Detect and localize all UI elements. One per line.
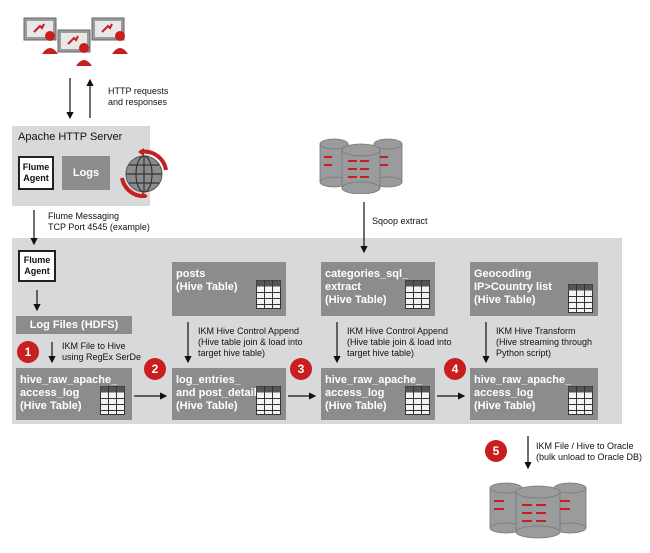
- ikm-c-line1: IKM Hive Transform: [496, 326, 576, 336]
- ikm-a-line2: (Hive table join & load into: [198, 337, 303, 347]
- table-label: posts (Hive Table): [176, 268, 238, 293]
- log-files-hdfs-box: Log Files (HDFS): [16, 316, 132, 334]
- ikm-step1-line2: using RegEx SerDe: [62, 352, 142, 362]
- table-label: hive_raw_apache_ access_log (Hive Table): [474, 374, 572, 412]
- step-badge-5: 5: [485, 440, 507, 462]
- flume-agent-label: Flume: [22, 162, 50, 172]
- database-icon-oracle: [489, 482, 587, 539]
- table-grid-icon: [256, 386, 282, 416]
- http-label-line2: and responses: [108, 97, 168, 107]
- table-grid-icon: [405, 280, 431, 310]
- flume-agent-label: Agent: [23, 173, 49, 183]
- table-grid-icon: [568, 386, 594, 416]
- ikm-b-line1: IKM Hive Control Append: [347, 326, 449, 336]
- table-label: log_entries_ and post_detail (Hive Table…: [176, 374, 257, 412]
- ikm-c-line2: (Hive streaming through: [496, 337, 593, 347]
- ikm-c-line3: Python script): [496, 348, 552, 358]
- table-grid-icon: [568, 284, 594, 314]
- step-badge-1: 1: [17, 341, 39, 363]
- step-badge-3: 3: [290, 358, 312, 380]
- ikm-a-line1: IKM Hive Control Append: [198, 326, 300, 336]
- sqoop-label: Sqoop extract: [372, 216, 428, 226]
- ikm-step5-line1: IKM File / Hive to Oracle: [536, 441, 634, 451]
- step-badge-4: 4: [444, 358, 466, 380]
- table-label: Geocoding IP>Country list (Hive Table): [474, 268, 552, 306]
- flume-msg-line2: TCP Port 4545 (example): [48, 222, 150, 232]
- table-grid-icon: [405, 386, 431, 416]
- database-icon-source: [319, 138, 403, 194]
- table-grid-icon: [100, 386, 126, 416]
- http-server-title: Apache HTTP Server: [18, 131, 123, 143]
- table-label: hive_raw_apache_ access_log (Hive Table): [325, 374, 423, 412]
- ikm-a-line3: target hive table): [198, 348, 266, 358]
- web-users-icon: [23, 17, 128, 66]
- ikm-b-line3: target hive table): [347, 348, 415, 358]
- table-label: categories_sql_ extract (Hive Table): [325, 268, 409, 306]
- table-grid-icon: [256, 280, 281, 309]
- ikm-step1-line1: IKM File to Hive: [62, 341, 126, 351]
- table-label: hive_raw_apache_ access_log (Hive Table): [20, 374, 118, 412]
- flume-agent-label: Flume: [23, 255, 51, 265]
- ikm-step5-line2: (bulk unload to Oracle DB): [536, 452, 643, 462]
- logs-box: Logs: [62, 156, 110, 190]
- flume-agent-label: Agent: [24, 266, 50, 276]
- flume-agent-box-cluster: Flume Agent: [18, 250, 56, 282]
- http-label-line1: HTTP requests: [108, 86, 169, 96]
- ikm-b-line2: (Hive table join & load into: [347, 337, 452, 347]
- flume-agent-box-top: Flume Agent: [18, 156, 54, 190]
- step-badge-2: 2: [144, 358, 166, 380]
- flume-msg-line1: Flume Messaging: [48, 211, 120, 221]
- globe-sync-icon: [120, 148, 168, 198]
